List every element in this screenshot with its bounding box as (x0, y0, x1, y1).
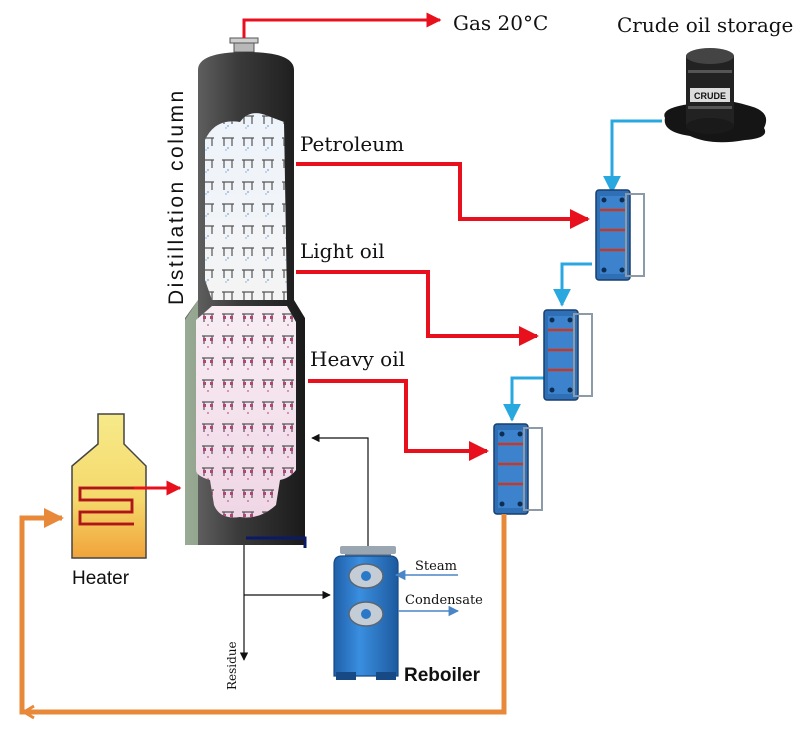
condensate-label: Condensate (405, 593, 483, 608)
steam-label: Steam (415, 559, 457, 574)
plate-heat-exchanger-icon (493, 423, 543, 515)
crude-feed-line-3 (503, 376, 545, 422)
shell-tube-reboiler-icon (333, 546, 399, 680)
crude-storage-label: Crude oil storage (617, 13, 793, 37)
crude-feed-line-1 (603, 119, 662, 194)
plate-heat-exchanger-icon (595, 189, 645, 281)
gas-outlet-line (242, 12, 442, 38)
reboiler-vapor-return-line (311, 433, 369, 548)
residue-label: Residue (225, 641, 239, 690)
reboiler-label: Reboiler (404, 665, 481, 686)
light-oil-label: Light oil (300, 239, 385, 263)
column-label: Distillation column (165, 88, 188, 305)
crude-feed-line-2 (553, 262, 592, 307)
oil-drum-icon: CRUDE (664, 48, 767, 143)
petroleum-label: Petroleum (300, 132, 404, 156)
light-oil-line (296, 270, 539, 346)
return-arrowhead (21, 704, 35, 720)
furnace-heater-icon (71, 413, 147, 559)
heavy-oil-line (308, 379, 489, 461)
gas-label: Gas 20°C (453, 11, 548, 35)
heater-label: Heater (72, 568, 130, 589)
distillation-column (185, 37, 307, 548)
plate-heat-exchanger-icon (543, 309, 593, 401)
crude-drum-label: CRUDE (694, 91, 726, 101)
petroleum-line (296, 162, 590, 229)
heavy-oil-label: Heavy oil (310, 347, 405, 371)
